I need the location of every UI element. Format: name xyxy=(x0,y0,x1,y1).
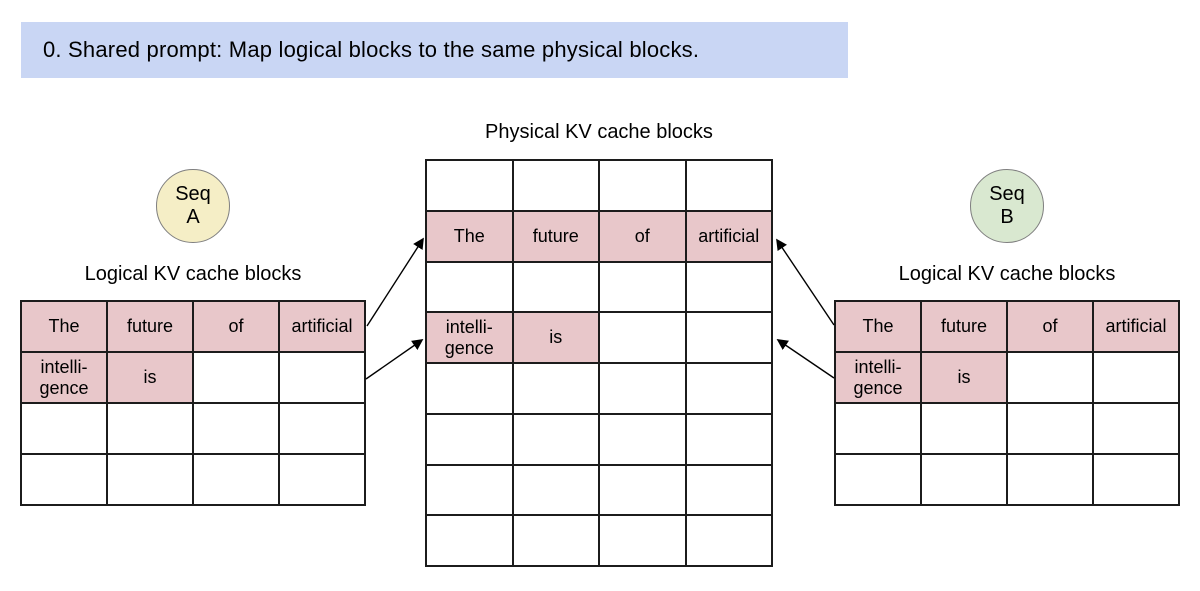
kv-block-cell-empty xyxy=(599,464,686,516)
kv-block-cell-filled: is xyxy=(512,312,599,363)
kv-block-cell-filled: future xyxy=(107,301,193,352)
kv-block-cell-empty xyxy=(107,403,193,454)
kv-block-cell-filled: intelli- gence xyxy=(21,352,107,403)
arrow-seq-a-block0-to-physical xyxy=(366,237,424,327)
kv-block-cell-empty xyxy=(512,515,599,566)
kv-block-cell-empty xyxy=(599,312,686,363)
seq-a-badge: Seq A xyxy=(156,169,230,243)
arrow-seq-b-block0-to-physical xyxy=(776,238,835,326)
seq-b-badge: Seq B xyxy=(970,169,1044,243)
kv-block-cell-filled: future xyxy=(921,301,1007,352)
kv-block-cell-empty xyxy=(512,363,599,414)
arrow-seq-b-block1-to-physical xyxy=(776,339,835,379)
kv-block-cell-empty xyxy=(1007,352,1093,403)
kv-block-cell-empty xyxy=(279,352,365,403)
kv-block-cell-filled: of xyxy=(599,210,686,262)
kv-block-cell-empty xyxy=(193,403,279,454)
kv-block-cell-empty xyxy=(426,363,513,414)
seq-b-badge-line2: B xyxy=(1000,206,1014,228)
kv-block-cell-empty xyxy=(107,454,193,505)
kv-block-cell-empty xyxy=(426,515,513,566)
kv-block-cell-empty xyxy=(512,160,599,211)
kv-block-cell-filled: future xyxy=(512,210,599,262)
kv-block-cell-empty xyxy=(426,464,513,516)
kv-block-cell-filled: artificial xyxy=(1093,301,1179,352)
kv-block-cell-empty xyxy=(1093,352,1179,403)
kv-block-cell-empty xyxy=(279,454,365,505)
seq-b-badge-line1: Seq xyxy=(989,183,1025,205)
title-banner: 0. Shared prompt: Map logical blocks to … xyxy=(21,22,848,78)
kv-block-cell-filled: The xyxy=(426,210,513,262)
kv-block-cell-empty xyxy=(599,515,686,566)
kv-block-cell-empty xyxy=(599,413,686,465)
kv-block-cell-empty xyxy=(193,454,279,505)
kv-block-cell-filled: The xyxy=(21,301,107,352)
kv-block-cell-empty xyxy=(426,160,513,211)
kv-block-cell-filled: The xyxy=(835,301,921,352)
kv-block-cell-empty xyxy=(193,352,279,403)
title-text: 0. Shared prompt: Map logical blocks to … xyxy=(43,37,700,62)
kv-block-cell-empty xyxy=(835,454,921,505)
kv-block-cell-filled: of xyxy=(1007,301,1093,352)
kv-block-cell-empty xyxy=(685,515,772,566)
kv-block-cell-filled: intelli- gence xyxy=(426,312,513,363)
kv-block-cell-filled: artificial xyxy=(279,301,365,352)
seq-a-logical-label: Logical KV cache blocks xyxy=(84,263,302,285)
kv-block-cell-filled: intelli- gence xyxy=(835,352,921,403)
seq-a-badge-line1: Seq xyxy=(175,183,211,205)
kv-block-cell-filled: of xyxy=(193,301,279,352)
kv-block-cell-empty xyxy=(921,454,1007,505)
physical-kv-label: Physical KV cache blocks xyxy=(485,121,713,143)
kv-block-cell-empty xyxy=(685,261,772,313)
seq-b-logical-label: Logical KV cache blocks xyxy=(898,263,1116,285)
kv-block-cell-empty xyxy=(426,261,513,313)
kv-block-cell-empty xyxy=(685,464,772,516)
kv-block-cell-empty xyxy=(599,363,686,414)
kv-block-cell-empty xyxy=(21,454,107,505)
kv-block-cell-empty xyxy=(21,403,107,454)
kv-block-cell-empty xyxy=(512,413,599,465)
seq-a-badge-line2: A xyxy=(186,206,200,228)
kv-block-cell-empty xyxy=(1093,454,1179,505)
kv-block-cell-empty xyxy=(512,464,599,516)
kv-block-cell-filled: is xyxy=(107,352,193,403)
kv-block-cell-empty xyxy=(685,363,772,414)
kv-block-cell-empty xyxy=(426,413,513,465)
kv-block-cell-empty xyxy=(599,160,686,211)
kv-block-cell-empty xyxy=(1007,403,1093,454)
kv-block-cell-empty xyxy=(685,312,772,363)
kv-block-cell-empty xyxy=(685,160,772,211)
kv-block-cell-empty xyxy=(1007,454,1093,505)
kv-block-cell-empty xyxy=(685,413,772,465)
kv-block-cell-empty xyxy=(279,403,365,454)
kv-block-cell-empty xyxy=(921,403,1007,454)
kv-block-cell-filled: is xyxy=(921,352,1007,403)
kv-block-cell-empty xyxy=(835,403,921,454)
kv-block-cell-filled: artificial xyxy=(685,210,772,262)
kv-block-cell-empty xyxy=(1093,403,1179,454)
arrow-seq-a-block1-to-physical xyxy=(365,339,424,380)
kv-block-cell-empty xyxy=(599,261,686,313)
kv-block-cell-empty xyxy=(512,261,599,313)
